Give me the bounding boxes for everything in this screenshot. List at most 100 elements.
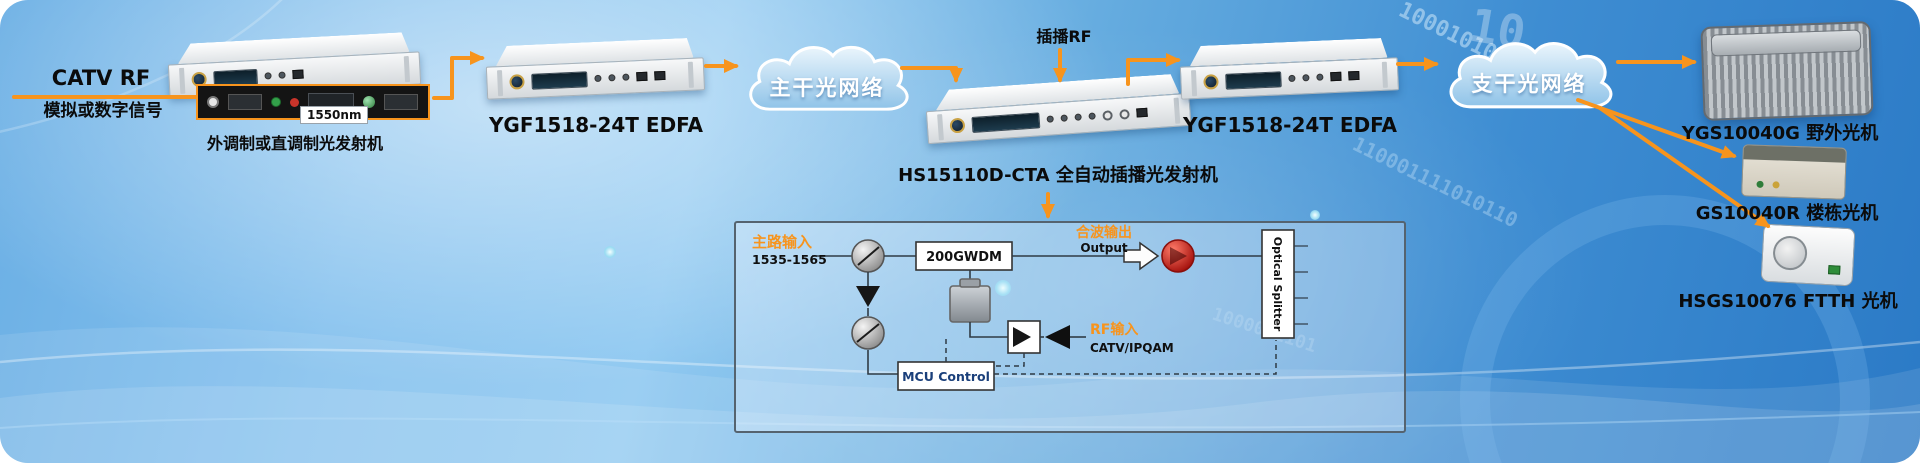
binary-decor: 1000011101 xyxy=(1209,303,1319,358)
transmitter-caption: 外调制或直调制光发射机 xyxy=(206,134,383,153)
status-led xyxy=(1772,181,1780,189)
brand-logo-icon xyxy=(949,117,966,134)
outdoor-optical-receiver-device xyxy=(1700,21,1874,121)
lcd-display xyxy=(971,111,1041,133)
panel-button xyxy=(608,74,616,82)
edfa1-device xyxy=(485,37,706,100)
glow-dot xyxy=(995,280,1011,296)
rack-ear xyxy=(179,67,186,94)
trunk-cloud-label: 主干光网络 xyxy=(769,76,885,100)
optical-connector xyxy=(207,96,219,108)
fiber-port xyxy=(1828,265,1841,275)
status-led xyxy=(271,97,281,107)
hs-transmitter-caption: HS15110D-CTA 全自动插播光发射机 xyxy=(898,165,1218,186)
rf-amp-triangle xyxy=(1045,325,1070,349)
rack-ear xyxy=(937,113,944,140)
status-led xyxy=(1756,180,1764,188)
panel-button xyxy=(594,74,602,83)
mcu-dashed-link xyxy=(994,340,1277,375)
panel-button xyxy=(278,71,286,79)
photodiode-triangle xyxy=(856,286,880,307)
rack-ear xyxy=(496,69,504,96)
mcu-label: MCU Control xyxy=(902,369,990,384)
binary-decor: 110001111010110 xyxy=(1348,131,1522,233)
lcd-display xyxy=(1225,70,1282,90)
rf-module-box xyxy=(1007,320,1041,354)
signal-line xyxy=(969,322,1008,338)
signal-type-label: 模拟或数字信号 xyxy=(43,101,163,121)
amplifier-triangle xyxy=(1170,247,1187,265)
insert-rf-label: 插播RF xyxy=(1036,27,1092,46)
output-block-arrow xyxy=(1123,241,1160,271)
arrow-transmitter-to-edfa1 xyxy=(432,51,485,100)
mcu-box xyxy=(897,361,995,391)
brand-logo-icon xyxy=(509,74,525,90)
laser-module-knob xyxy=(959,278,981,288)
wave-line xyxy=(0,411,1920,429)
panel-button xyxy=(1074,113,1082,121)
branch-optical-network-cloud: 支干光网络 xyxy=(1438,34,1620,122)
branch-cloud-label: 支干光网络 xyxy=(1471,72,1587,96)
lcd-display xyxy=(531,70,588,90)
panel-button xyxy=(1302,74,1310,82)
panel-port xyxy=(1348,70,1360,81)
rf-input-sublabel: CATV/IPQAM xyxy=(1090,341,1174,355)
panel-button xyxy=(264,72,272,80)
mcu-dashed-link xyxy=(994,353,1025,367)
rack-ear xyxy=(1381,61,1388,88)
panel-port xyxy=(636,71,648,82)
fiber-spool xyxy=(1772,235,1808,271)
hs-insertion-transmitter-device xyxy=(924,73,1192,145)
wdm-box xyxy=(915,241,1013,271)
edfa1-caption: YGF1518-24T EDFA xyxy=(488,113,704,137)
module-slot xyxy=(384,94,418,110)
glow-dot xyxy=(604,246,616,258)
rack-ear xyxy=(1190,69,1198,96)
rf-input-label: RF输入 xyxy=(1090,321,1138,338)
panel-port xyxy=(292,69,304,80)
round-connector xyxy=(1102,109,1113,121)
isolator-symbol xyxy=(851,239,885,273)
module-slot xyxy=(228,94,262,110)
panel-port xyxy=(1136,107,1148,118)
ftth-receiver-caption: HSGS10076 FTTH 光机 xyxy=(1678,291,1898,312)
monitor-arrow xyxy=(856,323,880,343)
edfa2-caption: YGF1518-24T EDFA xyxy=(1182,113,1398,137)
edfa2-device xyxy=(1179,37,1400,100)
panel-button xyxy=(622,73,630,81)
signal-line xyxy=(867,350,898,375)
block-diagram-frame xyxy=(734,221,1406,433)
panel-button xyxy=(1060,114,1068,122)
main-input-label: 主路输入 xyxy=(752,233,812,251)
main-input-range: 1535-1565 xyxy=(752,252,827,267)
amplifier-symbol xyxy=(1161,239,1195,273)
optical-splitter-label: Optical Splitter xyxy=(1271,237,1284,332)
panel-button xyxy=(1316,73,1324,81)
cloud-shape xyxy=(1449,42,1613,109)
cloud-shape xyxy=(749,45,909,111)
wave-band xyxy=(0,327,1920,463)
rf-module-triangle xyxy=(1013,327,1031,347)
power-led xyxy=(290,97,299,107)
wave-band xyxy=(0,386,1920,463)
panel-port xyxy=(654,70,666,81)
outdoor-receiver-caption: YGS10040G 野外光机 xyxy=(1681,123,1879,144)
wdm-label: 200GWDM xyxy=(926,250,1002,265)
trunk-optical-network-cloud: 主干光网络 xyxy=(738,38,916,126)
output-label-en: Output xyxy=(1080,241,1128,255)
device-lid xyxy=(1710,29,1862,57)
glow-dot xyxy=(1310,210,1320,220)
rack-ear xyxy=(403,55,411,82)
brand-logo-icon xyxy=(1203,74,1219,90)
laser-module xyxy=(949,285,991,323)
panel-button xyxy=(1288,74,1296,83)
monitor-symbol xyxy=(851,316,885,350)
output-label-cn: 合波输出 xyxy=(1076,224,1132,241)
rack-ear xyxy=(687,61,694,88)
catv-rf-label: CATV RF xyxy=(51,66,151,90)
fiber-connector xyxy=(363,96,375,108)
isolator-arrow xyxy=(857,246,880,266)
ftth-optical-receiver-device xyxy=(1760,223,1856,287)
building-optical-receiver-device xyxy=(1741,144,1847,200)
